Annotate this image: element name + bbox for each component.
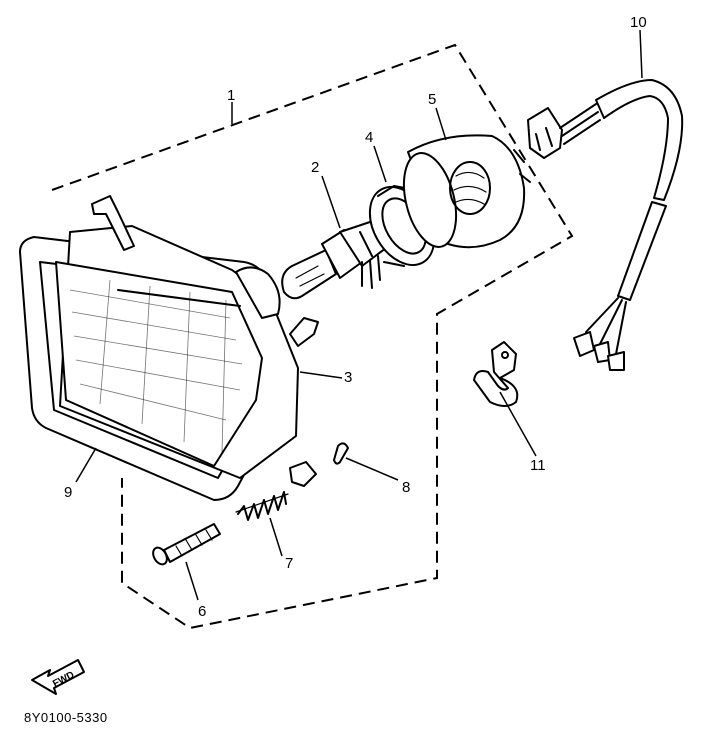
part-label-11: 11 bbox=[530, 457, 546, 474]
leader-lines bbox=[75, 29, 643, 601]
spring-drawing bbox=[235, 491, 289, 521]
part-label-3: 3 bbox=[344, 369, 352, 386]
part-label-9: 9 bbox=[64, 484, 72, 501]
bulb-drawing bbox=[281, 219, 387, 300]
cable-clamp-drawing bbox=[473, 341, 519, 407]
part-label-6: 6 bbox=[198, 603, 206, 620]
assembly-boundary bbox=[51, 43, 574, 630]
part-label-2: 2 bbox=[311, 159, 319, 176]
drawing-code: 8Y0100-5330 bbox=[24, 710, 108, 725]
part-label-10: 10 bbox=[630, 14, 647, 31]
fwd-arrow-icon: FWD bbox=[31, 659, 85, 695]
part-label-8: 8 bbox=[402, 479, 410, 496]
part-label-5: 5 bbox=[428, 91, 436, 108]
sealed-beam-drawing bbox=[55, 195, 319, 487]
part-label-1: 1 bbox=[227, 87, 235, 104]
part-label-7: 7 bbox=[285, 555, 293, 572]
lens-pattern bbox=[69, 279, 243, 453]
part-label-4: 4 bbox=[365, 129, 373, 146]
clip-drawing bbox=[333, 442, 349, 465]
screw-drawing bbox=[152, 523, 221, 566]
socket-cover-drawing bbox=[402, 134, 531, 249]
part-labels: 1 2 3 4 5 6 7 8 9 10 11 bbox=[64, 14, 647, 620]
wire-harness-drawing bbox=[527, 79, 684, 371]
